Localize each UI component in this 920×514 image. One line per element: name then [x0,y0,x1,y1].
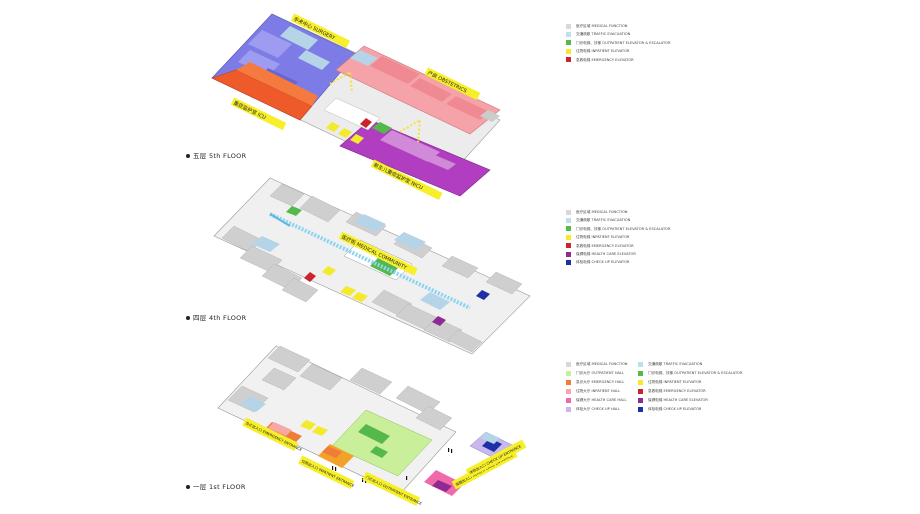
medical-community-tag [338,231,418,276]
legend-4th-floor: 医疗区域 MEDICAL FUNCTION 交通疏散 TRAFFIC EVACU… [566,208,670,267]
bullet-icon [186,316,190,320]
floor-label-1st-text: 一层 1st FLOOR [193,483,246,491]
legend-item: 体检电梯 CHECK UP ELEVATOR [566,258,670,266]
outpatient-elevator-4f [286,206,302,216]
legend-item: 急救电梯 EMERGENCY ELEVATOR [566,56,670,64]
outpatient-entrance-tag [362,471,421,506]
fourth-floor-plan: 医疗街 MEDICAL COMMUNITY [213,177,531,355]
legend-item: 门诊大厅 OUTPATIENT HALL [566,369,624,377]
legend-5th-floor: 医疗区域 MEDICAL FUNCTION 交通疏散 TRAFFIC EVACU… [566,22,670,64]
inpatient-entrance-tag [298,455,355,490]
legend-item: 住院电梯 INPATIENT ELEVATOR [566,47,670,55]
surgery-tag [290,13,350,48]
icu-tag-text: 重症监护室 ICU [232,99,267,121]
inpatient-elevator-5f [326,122,340,132]
legend-item: 住院大厅 INPATIENT HALL [566,387,620,395]
legend-item: 门诊电梯、扶梯 OUTPATIENT ELEVATOR & ESCALATOR [566,39,670,47]
first-floor-plan: 急诊出入口 EMERGENCY ENTRANCE 住院出入口 INPATIENT… [217,345,527,506]
legend-item: 交通疏散 TRAFFIC EVACUATION [566,30,670,38]
floor-label-5th-text: 五层 5th FLOOR [193,152,247,160]
obstetrics-zone [335,45,501,135]
legend-item: 保健电梯 HEALTH CARE ELEVATOR [566,250,670,258]
icu-tag [230,97,287,131]
bullet-icon [186,154,190,158]
outpatient-elevator-5f [372,122,392,134]
legend-item: 体检电梯 CHECK UP ELEVATOR [638,405,701,413]
emergency-elevator-4f [304,272,316,282]
floor-label-4th-text: 四层 4th FLOOR [193,314,247,322]
legend-item: 门诊电梯、扶梯 OUTPATIENT ELEVATOR & ESCALATOR [566,225,670,233]
legend-item: 体检大厅 CHECK UP HALL [566,405,620,413]
nicu-tag [370,159,443,201]
medical-community-route [269,212,471,310]
healthcare-elevator-4f [432,316,446,326]
legend-item: 医疗区域 MEDICAL FUNCTION [566,360,628,368]
legend-1st-floor: 医疗区域 MEDICAL FUNCTION 交通疏散 TRAFFIC EVACU… [566,360,742,416]
fifth-floor-plan: 手术中心 SURGERY 产房 OBSTETRICS 重症监护室 ICU 新生儿… [211,13,501,201]
legend-item: 保健大厅 HEALTH CARE HALL [566,396,627,404]
emergency-elevator-5f [360,118,372,128]
legend-item: 医疗区域 MEDICAL FUNCTION [566,22,670,30]
nicu-zone [339,119,491,197]
legend-item: 急救电梯 EMERGENCY ELEVATOR [566,242,670,250]
icu-zone [211,62,318,121]
inpatient-elevator-4f [322,266,336,276]
bullet-icon [186,485,190,489]
legend-item: 医疗区域 MEDICAL FUNCTION [566,208,670,216]
legend-item: 急诊大厅 EMERGENCY HALL [566,378,624,386]
legend-item: 住院电梯 INPATIENT ELEVATOR [638,378,701,386]
floor-label-1st: 一层 1st FLOOR [186,481,246,491]
legend-item: 交通疏散 TRAFFIC EVACUATION [638,360,702,368]
legend-item: 保健电梯 HEALTH CARE ELEVATOR [638,396,708,404]
obstetrics-tag [424,67,481,101]
checkup-entrance-tag [465,439,527,478]
legend-item: 急救电梯 EMERGENCY ELEVATOR [638,387,706,395]
legend-item: 住院电梯 INPATIENT ELEVATOR [566,233,670,241]
legend-item: 门诊电梯、扶梯 OUTPATIENT ELEVATOR & ESCALATOR [638,369,742,377]
floor-label-5th: 五层 5th FLOOR [186,150,246,160]
floor-label-4th: 四层 4th FLOOR [186,312,246,322]
legend-item: 交通疏散 TRAFFIC EVACUATION [566,216,670,224]
checkup-elevator-4f [476,290,490,300]
emergency-entrance-tag [242,417,299,452]
